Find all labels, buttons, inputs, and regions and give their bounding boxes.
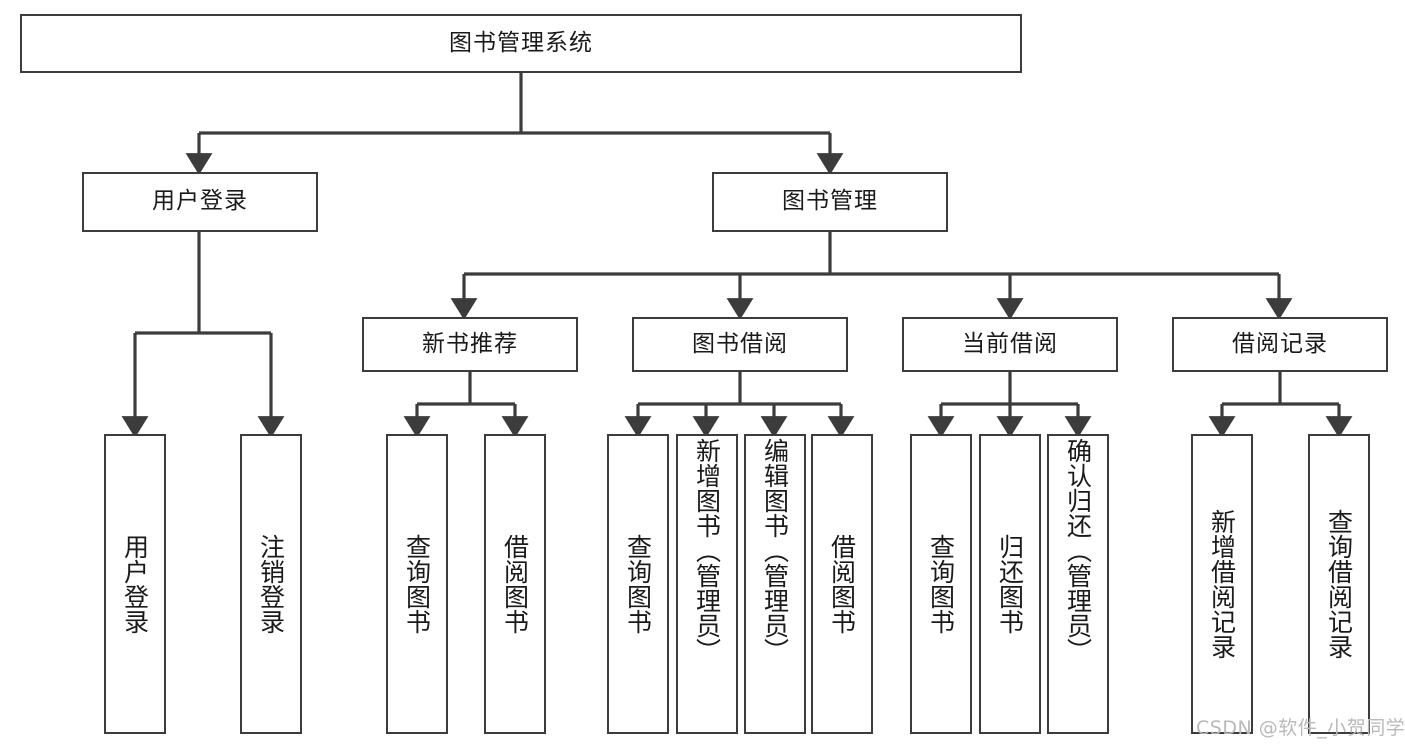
leaf-borrow-book-1[interactable]: 借阅图书 — [484, 434, 546, 734]
node-user-login[interactable]: 用户登录 — [82, 172, 318, 232]
leaf-add-book[interactable]: 新增图书（管理员） — [676, 434, 738, 734]
leaf-user-login[interactable]: 用户登录 — [104, 434, 166, 734]
node-new-book-recommend[interactable]: 新书推荐 — [362, 317, 578, 372]
node-book-manage[interactable]: 图书管理 — [712, 172, 948, 232]
node-current-borrow[interactable]: 当前借阅 — [902, 317, 1118, 372]
leaf-confirm-return[interactable]: 确认归还（管理员） — [1047, 434, 1109, 734]
node-borrow-record[interactable]: 借阅记录 — [1172, 317, 1388, 372]
leaf-logout[interactable]: 注销登录 — [240, 434, 302, 734]
leaf-borrow-book-2[interactable]: 借阅图书 — [811, 434, 873, 734]
node-book-borrow[interactable]: 图书借阅 — [632, 317, 848, 372]
leaf-query-book-1[interactable]: 查询图书 — [386, 434, 448, 734]
leaf-query-book-2[interactable]: 查询图书 — [607, 434, 669, 734]
leaf-edit-book[interactable]: 编辑图书（管理员） — [744, 434, 806, 734]
leaf-query-book-3[interactable]: 查询图书 — [910, 434, 972, 734]
leaf-query-record[interactable]: 查询借阅记录 — [1308, 434, 1370, 734]
leaf-add-record[interactable]: 新增借阅记录 — [1191, 434, 1253, 734]
csdn-watermark: CSDN @软件_小贺同学 — [1196, 717, 1405, 739]
node-root-system[interactable]: 图书管理系统 — [20, 14, 1022, 73]
leaf-return-book[interactable]: 归还图书 — [979, 434, 1041, 734]
